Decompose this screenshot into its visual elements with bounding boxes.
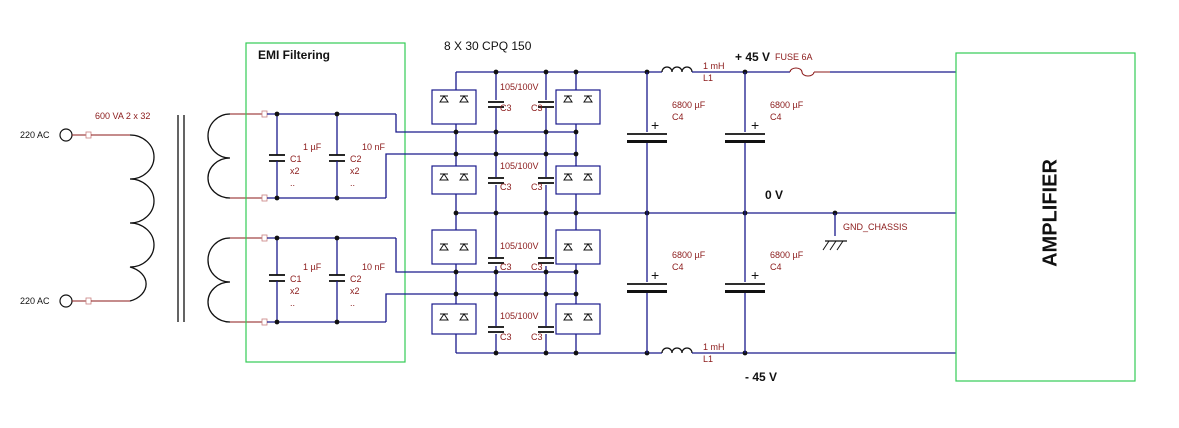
c4-value-2: 6800 µF xyxy=(770,100,804,110)
c3-ref-4a: C3 xyxy=(500,332,512,342)
rail-zero-label: 0 V xyxy=(765,188,783,202)
amplifier-label: AMPLIFIER xyxy=(1039,159,1061,267)
c3-ref-3a: C3 xyxy=(500,262,512,272)
bridge-8 xyxy=(555,303,601,335)
mains-terminal-bottom xyxy=(59,294,73,308)
c4-ref-2: C4 xyxy=(770,112,782,122)
c4-plus-2: + xyxy=(651,267,659,283)
mains-label-top: 220 AC xyxy=(20,130,50,140)
c4-plus-3: + xyxy=(751,117,759,133)
zero-rail: 0 V xyxy=(644,188,838,216)
emi-c2-dots-bottom: .. xyxy=(350,298,355,308)
c4-value-3: 6800 µF xyxy=(672,250,706,260)
emi-c2-qty-top: x2 xyxy=(350,166,360,176)
emi-c1-ref-top: C1 xyxy=(290,154,302,164)
inductor-ref-top: L1 xyxy=(703,73,713,83)
c3-ref-4b: C3 xyxy=(531,332,543,342)
amplifier-block: AMPLIFIER xyxy=(955,52,1136,382)
mains-input-bottom: 220 AC xyxy=(20,294,130,308)
emi-c2-value-bottom: 10 nF xyxy=(362,262,386,272)
emi-c2-ref-top: C2 xyxy=(350,154,362,164)
chassis-ground: GND_CHASSIS xyxy=(822,213,908,251)
c3-value-3: 105/100V xyxy=(500,241,539,251)
c4-ref-3: C4 xyxy=(672,262,684,272)
mains-input-top: 220 AC xyxy=(20,128,130,142)
mains-label-bottom: 220 AC xyxy=(20,296,50,306)
negative-rail: 1 mH L1 - 45 V xyxy=(644,342,956,384)
c3-ref-2b: C3 xyxy=(531,182,543,192)
filter-caps: + + + + 6800 µF C4 6800 µF C4 6800 µF C4… xyxy=(627,72,804,353)
emi-c1-qty-bottom: x2 xyxy=(290,286,300,296)
bridge-3 xyxy=(431,229,477,265)
c4-ref-1: C4 xyxy=(672,112,684,122)
bridge-4 xyxy=(431,303,477,335)
fuse-symbol xyxy=(789,67,815,77)
inductor-top xyxy=(661,66,693,73)
c3-value-1: 105/100V xyxy=(500,82,539,92)
emi-c2-value-top: 10 nF xyxy=(362,142,386,152)
emi-c2-dots-top: .. xyxy=(350,178,355,188)
bridge-6 xyxy=(555,165,601,195)
emi-c2-qty-bottom: x2 xyxy=(350,286,360,296)
rail-pos-label: + 45 V xyxy=(735,50,770,64)
c3-value-4: 105/100V xyxy=(500,311,539,321)
c4-plus-1: + xyxy=(651,117,659,133)
emi-c1-dots-top: .. xyxy=(290,178,295,188)
emi-title: EMI Filtering xyxy=(258,48,330,62)
emi-c1-qty-top: x2 xyxy=(290,166,300,176)
c3-ref-3b: C3 xyxy=(531,262,543,272)
fuse-label: FUSE 6A xyxy=(775,52,813,62)
inductor-bottom xyxy=(661,347,693,354)
inductor-value-bottom: 1 mH xyxy=(703,342,725,352)
c3-ref-1b: C3 xyxy=(531,103,543,113)
emi-to-bridge-wiring xyxy=(385,114,456,322)
positive-rail: 1 mH L1 FUSE 6A + 45 V xyxy=(644,50,956,83)
ground-label: GND_CHASSIS xyxy=(843,222,908,232)
emi-c1-ref-bottom: C1 xyxy=(290,274,302,284)
c4-plus-4: + xyxy=(751,267,759,283)
c3-value-2: 105/100V xyxy=(500,161,539,171)
bridge-5 xyxy=(555,89,601,125)
bridge-2 xyxy=(431,165,477,195)
c3-ref-1a: C3 xyxy=(500,103,512,113)
c3-ref-2a: C3 xyxy=(500,182,512,192)
inductor-value-top: 1 mH xyxy=(703,61,725,71)
transformer: 600 VA 2 x 32 xyxy=(95,111,262,323)
c4-value-1: 6800 µF xyxy=(672,100,706,110)
bridge-7 xyxy=(555,229,601,265)
emi-c2-ref-bottom: C2 xyxy=(350,274,362,284)
snubber-caps xyxy=(487,100,555,334)
rectifier-bridges: 105/100V C3 C3 105/100V C3 C3 105/100V C… xyxy=(431,69,956,356)
inductor-ref-bottom: L1 xyxy=(703,354,713,364)
emi-c1-value-top: 1 µF xyxy=(303,142,322,152)
bridge-1 xyxy=(431,89,477,125)
emi-filter-block: EMI Filtering 1 µF C1 x2 .. 10 nF C2 x2 … xyxy=(245,42,406,363)
c4-ref-4: C4 xyxy=(770,262,782,272)
rail-neg-label: - 45 V xyxy=(745,370,777,384)
emi-c1-value-bottom: 1 µF xyxy=(303,262,322,272)
bridges-title: 8 X 30 CPQ 150 xyxy=(444,39,532,53)
mains-terminal-top xyxy=(59,128,73,142)
c4-value-4: 6800 µF xyxy=(770,250,804,260)
emi-c1-dots-bottom: .. xyxy=(290,298,295,308)
transformer-rating: 600 VA 2 x 32 xyxy=(95,111,150,121)
